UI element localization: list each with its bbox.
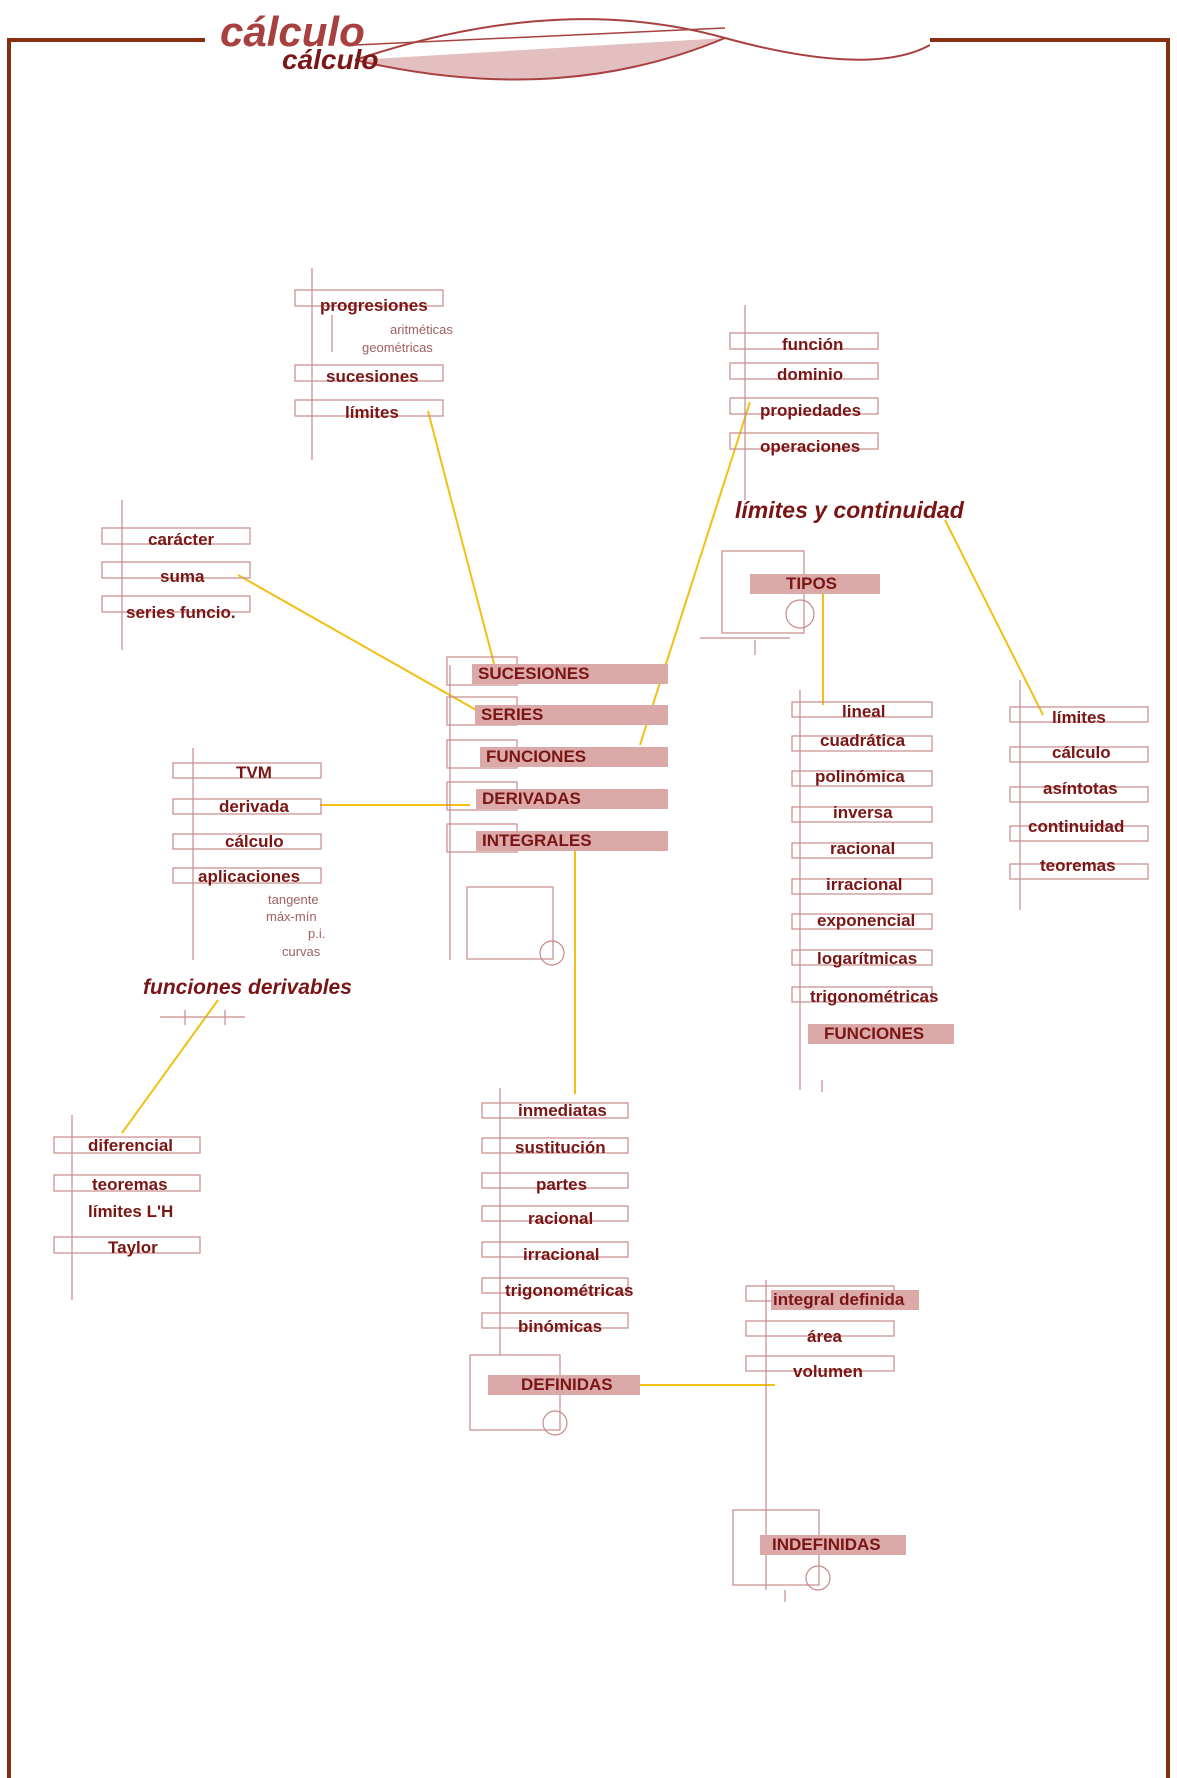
node-continuidad[interactable]: continuidad	[1028, 817, 1125, 836]
heading-limites-continuidad[interactable]: límites y continuidad	[735, 497, 964, 523]
heading-funciones-derivables[interactable]: funciones derivables	[143, 976, 352, 999]
node-funcion[interactable]: función	[782, 335, 844, 354]
node-diferencial[interactable]: diferencial	[88, 1136, 174, 1155]
node-propiedades[interactable]: propiedades	[760, 401, 862, 420]
node-caracter[interactable]: carácter	[148, 530, 215, 549]
node-inversa[interactable]: inversa	[833, 803, 893, 822]
node-partes[interactable]: partes	[536, 1175, 588, 1194]
node-pi[interactable]: p.i.	[308, 926, 326, 941]
node-suma[interactable]: suma	[160, 567, 205, 586]
node-calculo-lc[interactable]: cálculo	[1052, 743, 1111, 762]
node-derivada[interactable]: derivada	[219, 797, 289, 816]
node-teoremas-lc[interactable]: teoremas	[1040, 856, 1116, 875]
node-aritmeticas[interactable]: aritméticas	[390, 322, 453, 337]
node-limites-lh[interactable]: límites L'H	[88, 1202, 174, 1221]
node-integral-definida[interactable]: integral definida	[771, 1290, 919, 1310]
node-irracional-integral[interactable]: irracional	[523, 1245, 600, 1264]
logo-subtitle: cálculo	[282, 44, 379, 75]
node-trigonometricas-funcion[interactable]: trigonométricas	[810, 987, 939, 1006]
node-trigonometricas-integral[interactable]: trigonométricas	[505, 1281, 634, 1300]
node-max-min[interactable]: máx-mín	[266, 909, 317, 924]
hub-sucesiones[interactable]: SUCESIONES	[472, 664, 668, 684]
logo-banner	[205, 0, 931, 88]
node-cuadratica[interactable]: cuadrática	[820, 731, 906, 750]
node-indefinidas[interactable]: INDEFINIDAS	[760, 1535, 906, 1555]
node-geometricas[interactable]: geométricas	[362, 340, 433, 355]
node-limites[interactable]: límites	[345, 403, 399, 422]
node-curvas[interactable]: curvas	[282, 944, 321, 959]
node-tipos[interactable]: TIPOS	[750, 574, 880, 594]
node-tangente[interactable]: tangente	[268, 892, 319, 907]
hub-funciones[interactable]: FUNCIONES	[480, 747, 668, 767]
node-tvm[interactable]: TVM	[236, 763, 272, 782]
node-irracional-funcion[interactable]: irracional	[826, 875, 903, 894]
node-operaciones[interactable]: operaciones	[760, 437, 861, 456]
node-asintotas[interactable]: asíntotas	[1043, 779, 1118, 798]
node-teoremas-der[interactable]: teoremas	[92, 1175, 168, 1194]
hub-derivadas[interactable]: DERIVADAS	[476, 789, 668, 809]
node-dominio[interactable]: dominio	[777, 365, 844, 384]
node-binomicas[interactable]: binómicas	[518, 1317, 603, 1336]
logo-title[interactable]: cálculo	[220, 8, 365, 55]
node-polinomica[interactable]: polinómica	[815, 767, 905, 786]
node-racional-funcion[interactable]: racional	[830, 839, 896, 858]
hub-integrales[interactable]: INTEGRALES	[476, 831, 668, 851]
node-sucesiones[interactable]: sucesiones	[326, 367, 419, 386]
hub-series[interactable]: SERIES	[475, 705, 668, 725]
node-logaritmicas[interactable]: logarítmicas	[817, 949, 918, 968]
node-area[interactable]: área	[807, 1327, 842, 1346]
node-definidas[interactable]: DEFINIDAS	[488, 1375, 640, 1395]
logo-wave	[354, 18, 931, 81]
node-volumen[interactable]: volumen	[793, 1362, 863, 1381]
node-calculo-derivadas[interactable]: cálculo	[225, 832, 284, 851]
node-funciones-footer[interactable]: FUNCIONES	[808, 1024, 954, 1044]
node-series-funcio[interactable]: series funcio.	[126, 603, 236, 622]
node-sustitucion[interactable]: sustitución	[515, 1138, 606, 1157]
node-limites-lc[interactable]: límites	[1052, 708, 1106, 727]
node-racional-integral[interactable]: racional	[528, 1209, 594, 1228]
node-exponencial[interactable]: exponencial	[817, 911, 916, 930]
node-progresiones[interactable]: progresiones	[320, 296, 428, 315]
node-lineal[interactable]: lineal	[842, 702, 886, 721]
node-taylor[interactable]: Taylor	[108, 1238, 158, 1257]
node-aplicaciones[interactable]: aplicaciones	[198, 867, 301, 886]
node-inmediatas[interactable]: inmediatas	[518, 1101, 607, 1120]
